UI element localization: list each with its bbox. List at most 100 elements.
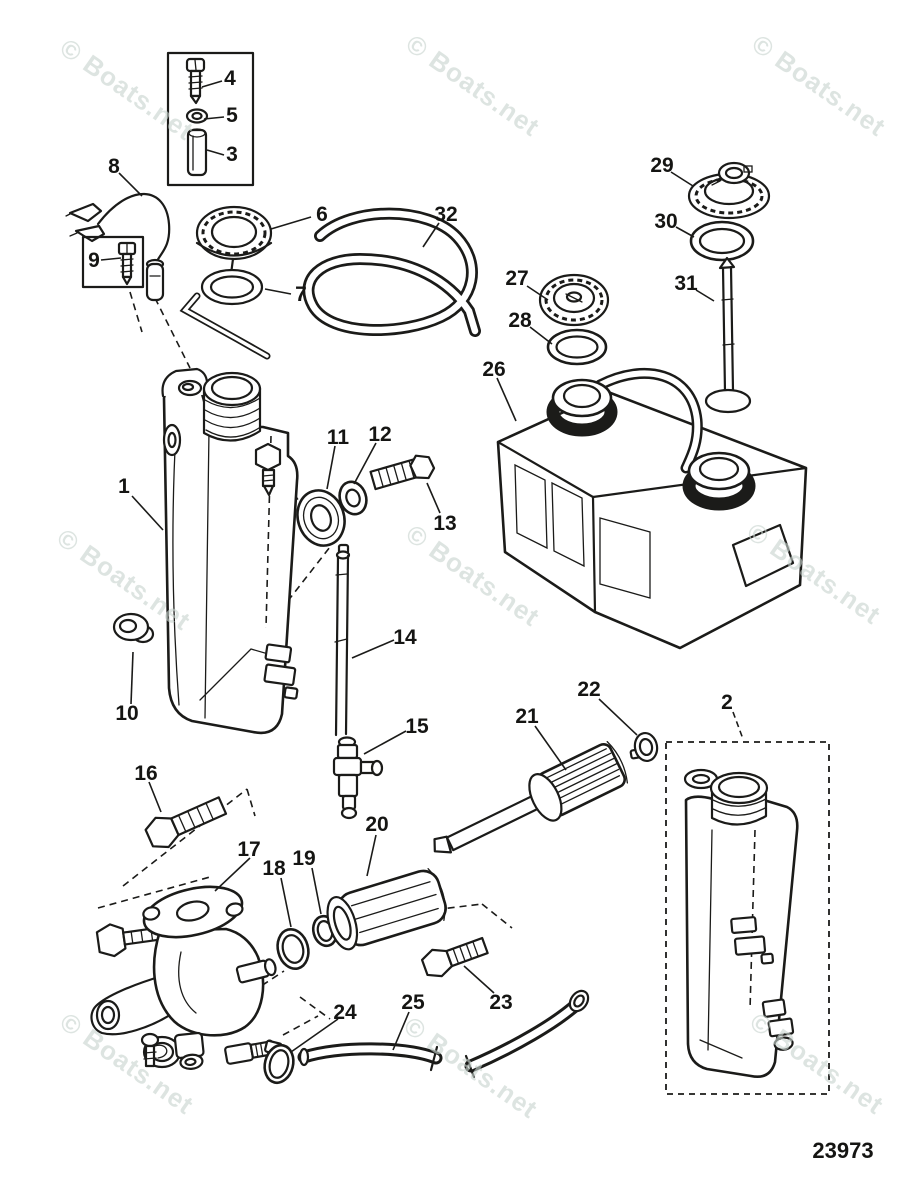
oil-hose-25-drawing xyxy=(297,989,590,1079)
part-number-layer: 23973 xyxy=(812,1138,873,1163)
callout-number-27: 27 xyxy=(505,267,528,290)
filler-neck-left xyxy=(546,378,618,437)
callout-number-13: 13 xyxy=(433,512,456,535)
tank2-fittings xyxy=(761,998,795,1051)
callout-number-16: 16 xyxy=(134,762,157,785)
leader-line-18 xyxy=(280,877,292,928)
callout-number-8: 8 xyxy=(108,155,120,178)
leader-line-32 xyxy=(422,222,440,248)
callout-number-24: 24 xyxy=(333,1001,357,1024)
leader-line-21 xyxy=(534,725,567,771)
leader-line-2 xyxy=(732,711,744,740)
washer-12-drawing xyxy=(338,480,368,516)
callout-number-15: 15 xyxy=(405,715,429,738)
diagram-part-number: 23973 xyxy=(812,1138,873,1163)
callout-number-31: 31 xyxy=(674,272,698,295)
grommet-11-drawing xyxy=(296,489,346,547)
filler-cap-6-drawing xyxy=(195,205,273,276)
leader-line-31 xyxy=(695,289,715,302)
leader-line-7 xyxy=(264,288,292,295)
leader-line-14 xyxy=(351,639,395,659)
leader-line-16 xyxy=(148,781,162,813)
oring-28-drawing xyxy=(546,328,608,366)
oring-30-drawing xyxy=(689,220,755,262)
callout-number-26: 26 xyxy=(482,358,505,381)
callout-number-10: 10 xyxy=(115,702,138,725)
lanyard-8-drawing xyxy=(65,192,171,302)
leader-line-22 xyxy=(598,698,638,736)
callout-number-23: 23 xyxy=(489,991,512,1014)
check-valve-15-drawing xyxy=(332,736,384,820)
leader-line-1 xyxy=(131,495,164,531)
leader-line-23 xyxy=(463,965,495,994)
leader-line-6 xyxy=(270,216,312,230)
leader-line-17 xyxy=(214,857,251,892)
cap-27-drawing xyxy=(538,273,610,327)
tank2-clamp xyxy=(730,916,775,965)
pickup-tube-drawing xyxy=(179,292,271,360)
leader-line-19 xyxy=(311,867,322,915)
callout-number-1: 1 xyxy=(118,475,130,498)
washer-22-drawing xyxy=(629,731,659,763)
tank2-neck xyxy=(709,771,769,826)
oil-tube-14-drawing xyxy=(334,543,351,737)
callout-number-7: 7 xyxy=(295,283,307,306)
tank-filler-neck xyxy=(202,371,262,442)
tank-top-bracket xyxy=(161,367,209,398)
tank-side-bracket xyxy=(162,423,182,457)
tank-clamp-fittings xyxy=(263,643,299,700)
callout-number-22: 22 xyxy=(577,678,600,701)
callout-number-2: 2 xyxy=(721,691,733,714)
pump-flange xyxy=(142,885,244,939)
callout-number-11: 11 xyxy=(327,426,350,449)
bolt-16-drawing xyxy=(144,796,228,849)
callout-number-9: 9 xyxy=(88,249,100,272)
callout-number-29: 29 xyxy=(650,154,673,177)
drain-plug-10-drawing xyxy=(112,612,155,644)
leader-line-28 xyxy=(529,326,553,345)
leader-line-9 xyxy=(100,257,122,261)
callout-number-4: 4 xyxy=(224,67,236,90)
callout-number-28: 28 xyxy=(508,309,532,332)
gasket-7-drawing xyxy=(200,268,264,306)
callout-number-20: 20 xyxy=(365,813,388,836)
leader-line-3 xyxy=(206,149,225,156)
leader-line-10 xyxy=(130,651,134,705)
leader-line-30 xyxy=(675,226,695,238)
leader-line-5 xyxy=(203,116,225,120)
tank-assembly-2-drawing xyxy=(665,741,830,1095)
callout-number-5: 5 xyxy=(226,104,238,127)
hose-clamp-24-drawing xyxy=(263,1039,295,1085)
bolt-23-drawing xyxy=(420,936,489,978)
leader-line-20 xyxy=(366,834,377,877)
oil-tank-1-drawing xyxy=(112,367,299,735)
leader-line-25 xyxy=(392,1011,410,1051)
leader-line-15 xyxy=(363,730,407,755)
screw-box-9 xyxy=(81,235,145,289)
callout-number-19: 19 xyxy=(292,847,315,870)
leader-line-11 xyxy=(326,445,336,490)
leader-line-24 xyxy=(290,1018,339,1053)
washer-5-drawing xyxy=(185,108,209,124)
remote-oil-tank-26-drawing xyxy=(496,367,808,650)
pump-nipple-upper xyxy=(235,958,277,984)
pump-screw xyxy=(140,1032,160,1068)
callout-number-3: 3 xyxy=(226,143,238,166)
dipstick-31-drawing xyxy=(704,256,752,414)
callout-number-25: 25 xyxy=(401,991,425,1014)
leader-line-26 xyxy=(496,377,517,422)
callout-number-32: 32 xyxy=(434,203,457,226)
callout-number-6: 6 xyxy=(316,203,328,226)
filler-neck-right xyxy=(682,451,756,511)
sleeve-3-drawing xyxy=(186,128,208,177)
bolt-13-drawing xyxy=(369,454,436,491)
pump-bottom-outlet xyxy=(173,1031,205,1070)
leader-line-29 xyxy=(670,171,694,187)
callout-number-12: 12 xyxy=(368,423,391,446)
callout-number-21: 21 xyxy=(515,705,539,728)
cap-29-drawing xyxy=(687,161,771,220)
leader-line-4 xyxy=(201,80,223,88)
